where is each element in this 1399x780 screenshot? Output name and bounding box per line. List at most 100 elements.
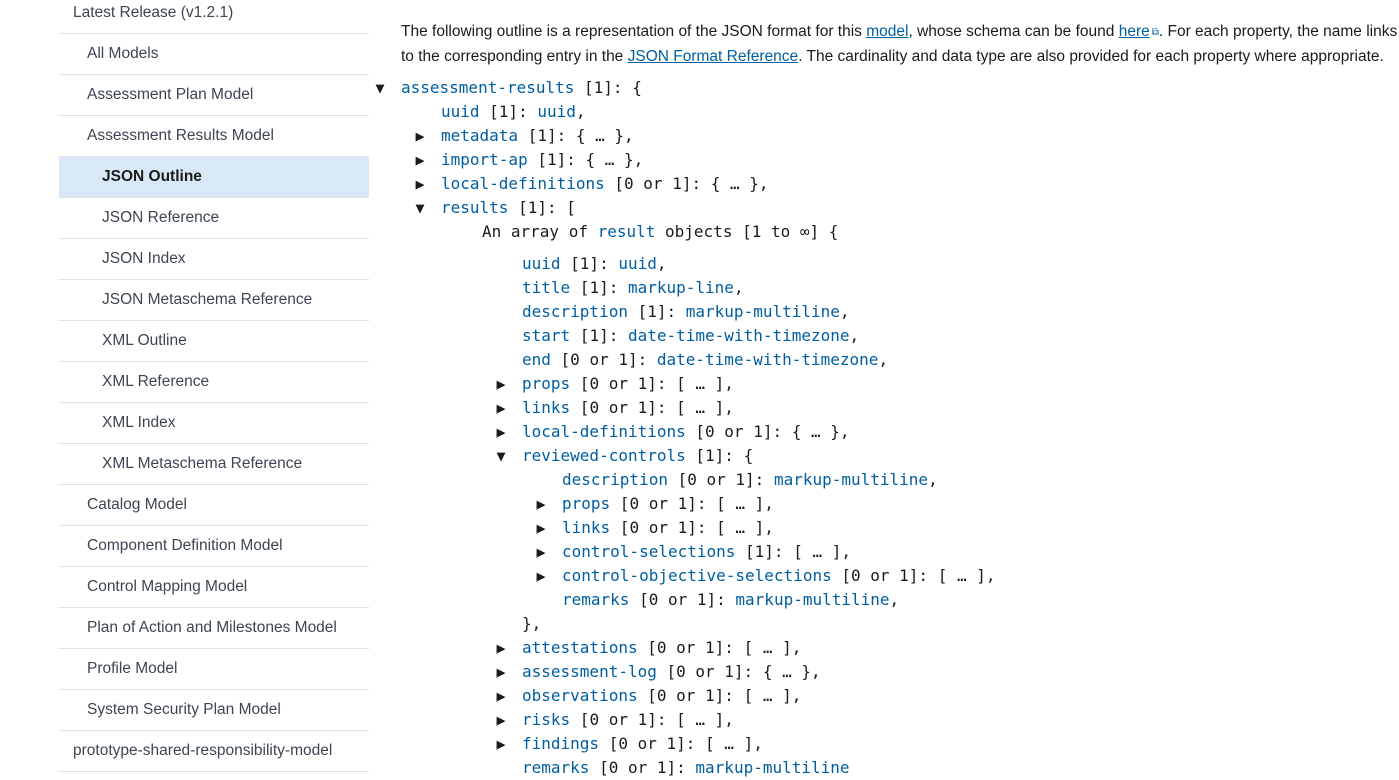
sidebar-item-all-models[interactable]: All Models bbox=[59, 34, 369, 75]
expand-toggle-icon[interactable]: ▶ bbox=[496, 735, 506, 753]
property-link[interactable]: start bbox=[522, 326, 571, 345]
sidebar-item-json-reference[interactable]: JSON Reference bbox=[59, 198, 369, 239]
expand-toggle-icon[interactable]: ▶ bbox=[536, 519, 546, 537]
property-link[interactable]: remarks bbox=[522, 758, 590, 777]
punctuation-text: , bbox=[878, 350, 889, 369]
outline-row: description [0 or 1]: markup-multiline, bbox=[562, 468, 938, 492]
sidebar-item-assessment-results-model[interactable]: Assessment Results Model bbox=[59, 116, 369, 157]
cardinality-text: objects [1 to ∞] bbox=[655, 222, 829, 241]
expand-toggle-icon[interactable]: ▶ bbox=[536, 543, 546, 561]
sidebar-item-json-outline[interactable]: JSON Outline bbox=[59, 157, 369, 198]
expand-toggle-icon[interactable]: ▶ bbox=[415, 175, 425, 193]
outline-row: uuid [1]: uuid, bbox=[441, 100, 586, 124]
punctuation-text: { bbox=[632, 78, 642, 97]
property-link[interactable]: props bbox=[562, 494, 611, 513]
property-link[interactable]: metadata bbox=[441, 126, 519, 145]
cardinality-text: [1]: bbox=[570, 326, 628, 345]
cardinality-text: [1]: bbox=[518, 126, 576, 145]
property-link[interactable]: description bbox=[562, 470, 668, 489]
expand-toggle-icon[interactable]: ▶ bbox=[496, 663, 506, 681]
property-link[interactable]: control-objective-selections bbox=[562, 566, 832, 585]
property-link[interactable]: observations bbox=[522, 686, 638, 705]
property-link[interactable]: assessment-log bbox=[522, 662, 657, 681]
sidebar-item-system-security-plan-model[interactable]: System Security Plan Model bbox=[59, 690, 369, 731]
outline-row: description [1]: markup-multiline, bbox=[522, 300, 850, 324]
property-link[interactable]: local-definitions bbox=[522, 422, 686, 441]
property-link[interactable]: reviewed-controls bbox=[522, 446, 686, 465]
property-link[interactable]: uuid bbox=[441, 102, 480, 121]
expand-toggle-icon[interactable]: ▶ bbox=[415, 127, 425, 145]
sidebar-item-prototype-shared-responsibility-model[interactable]: prototype-shared-responsibility-model bbox=[59, 731, 369, 772]
sidebar-item-component-definition-model[interactable]: Component Definition Model bbox=[59, 526, 369, 567]
cardinality-text: [0 or 1]: bbox=[831, 566, 938, 585]
cardinality-text: [0 or 1]: bbox=[589, 758, 696, 777]
punctuation-text: { … }, bbox=[762, 662, 821, 681]
property-link[interactable]: title bbox=[522, 278, 571, 297]
cardinality-text: [0 or 1]: bbox=[685, 422, 792, 441]
sidebar-item-xml-outline[interactable]: XML Outline bbox=[59, 321, 369, 362]
expand-toggle-icon[interactable]: ▶ bbox=[536, 495, 546, 513]
cardinality-text: [0 or 1]: bbox=[629, 590, 736, 609]
sidebar-item-control-mapping-model[interactable]: Control Mapping Model bbox=[59, 567, 369, 608]
expand-toggle-icon[interactable]: ▶ bbox=[536, 567, 546, 585]
sidebar-item-catalog-model[interactable]: Catalog Model bbox=[59, 485, 369, 526]
punctuation-text: [ … ], bbox=[676, 398, 734, 417]
outline-row: assessment-log [0 or 1]: { … }, bbox=[522, 660, 821, 684]
data-type-text: date-time-with-timezone bbox=[656, 350, 879, 369]
cardinality-text: [0 or 1]: bbox=[599, 734, 706, 753]
property-link[interactable]: remarks bbox=[562, 590, 630, 609]
property-link[interactable]: assessment-results bbox=[401, 78, 575, 97]
expand-toggle-icon[interactable]: ▶ bbox=[496, 639, 506, 657]
cardinality-text: [0 or 1]: bbox=[610, 518, 717, 537]
cardinality-text: [0 or 1]: bbox=[637, 638, 744, 657]
outline-row: remarks [0 or 1]: markup-multiline, bbox=[562, 588, 899, 612]
property-link[interactable]: description bbox=[522, 302, 628, 321]
property-link[interactable]: links bbox=[522, 398, 571, 417]
sidebar-item-latest-release-v1-2-1[interactable]: Latest Release (v1.2.1) bbox=[59, 0, 369, 34]
outline-row: import-ap [1]: { … }, bbox=[441, 148, 643, 172]
property-link[interactable]: risks bbox=[522, 710, 571, 729]
collapse-toggle-icon[interactable]: ▼ bbox=[375, 79, 385, 97]
cardinality-text: [1]: bbox=[627, 302, 686, 321]
property-link[interactable]: local-definitions bbox=[441, 174, 605, 193]
outline-row: props [0 or 1]: [ … ], bbox=[522, 372, 734, 396]
expand-toggle-icon[interactable]: ▶ bbox=[415, 151, 425, 169]
model-link[interactable]: model bbox=[866, 23, 909, 40]
property-link[interactable]: findings bbox=[522, 734, 600, 753]
sidebar-item-plan-of-action-and-milestones-model[interactable]: Plan of Action and Milestones Model bbox=[59, 608, 369, 649]
expand-toggle-icon[interactable]: ▶ bbox=[496, 399, 506, 417]
property-link[interactable]: links bbox=[562, 518, 611, 537]
data-type-text: uuid bbox=[537, 102, 576, 121]
property-link[interactable]: props bbox=[522, 374, 571, 393]
outline-row: props [0 or 1]: [ … ], bbox=[562, 492, 774, 516]
punctuation-text: { … }, bbox=[585, 150, 644, 169]
property-link[interactable]: control-selections bbox=[562, 542, 736, 561]
json-format-reference-link[interactable]: JSON Format Reference bbox=[627, 48, 799, 65]
sidebar-item-json-metaschema-reference[interactable]: JSON Metaschema Reference bbox=[59, 280, 369, 321]
property-link[interactable]: import-ap bbox=[441, 150, 528, 169]
expand-toggle-icon[interactable]: ▶ bbox=[496, 687, 506, 705]
property-link[interactable]: result bbox=[597, 222, 656, 241]
punctuation-text: , bbox=[928, 470, 938, 489]
outline-row: An array of result objects [1 to ∞] { bbox=[482, 220, 838, 244]
property-link[interactable]: end bbox=[522, 350, 551, 369]
property-link[interactable]: attestations bbox=[522, 638, 638, 657]
punctuation-text: [ … ], bbox=[743, 686, 802, 705]
expand-toggle-icon[interactable]: ▶ bbox=[496, 423, 506, 441]
property-link[interactable]: results bbox=[441, 198, 509, 217]
property-link[interactable]: uuid bbox=[522, 254, 561, 273]
schema-here-link[interactable]: here bbox=[1119, 23, 1150, 40]
collapse-toggle-icon[interactable]: ▼ bbox=[496, 447, 506, 465]
outline-row: title [1]: markup-line, bbox=[522, 276, 744, 300]
sidebar-item-xml-index[interactable]: XML Index bbox=[59, 403, 369, 444]
cardinality-text: [1]: bbox=[479, 102, 538, 121]
sidebar-item-xml-reference[interactable]: XML Reference bbox=[59, 362, 369, 403]
sidebar-item-profile-model[interactable]: Profile Model bbox=[59, 649, 369, 690]
sidebar-item-json-index[interactable]: JSON Index bbox=[59, 239, 369, 280]
sidebar-item-assessment-plan-model[interactable]: Assessment Plan Model bbox=[59, 75, 369, 116]
expand-toggle-icon[interactable]: ▶ bbox=[496, 375, 506, 393]
outline-row: uuid [1]: uuid, bbox=[522, 252, 667, 276]
expand-toggle-icon[interactable]: ▶ bbox=[496, 711, 506, 729]
collapse-toggle-icon[interactable]: ▼ bbox=[415, 199, 425, 217]
sidebar-item-xml-metaschema-reference[interactable]: XML Metaschema Reference bbox=[59, 444, 369, 485]
